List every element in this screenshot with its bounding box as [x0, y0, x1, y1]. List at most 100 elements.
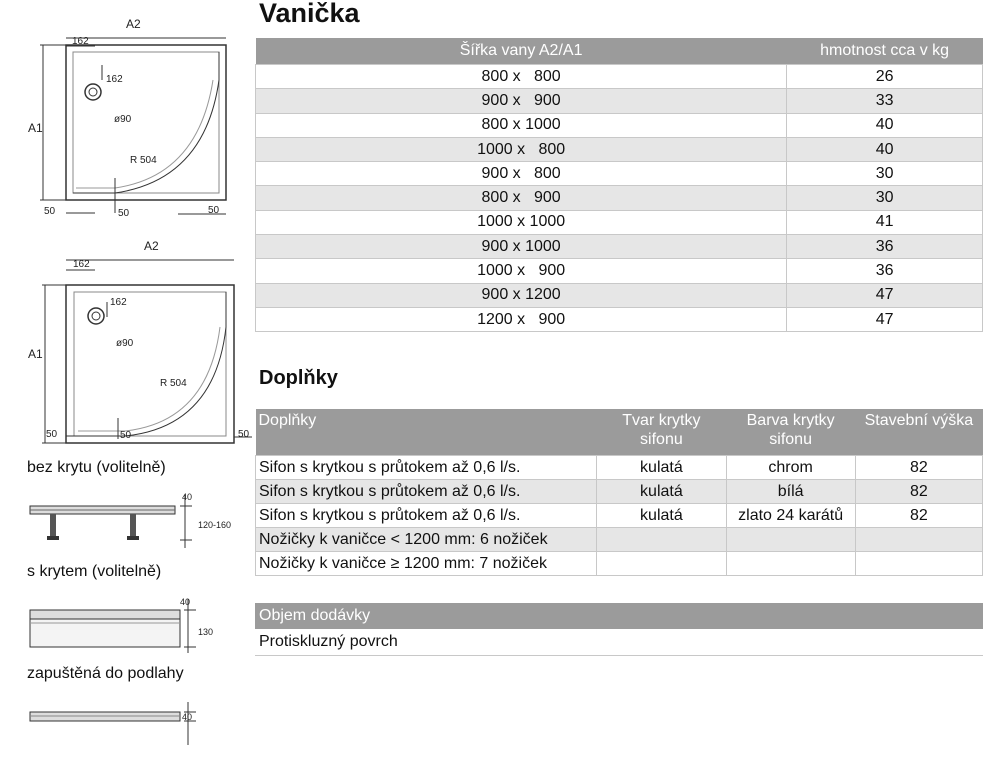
weight-cell: 47: [786, 282, 983, 308]
table-row: Sifon s krytkou s průtokem až 0,6 l/s.ku…: [254, 479, 983, 504]
build-height-cell: 82: [854, 479, 983, 504]
profile-drawing-bez-krytu: 40 120-160: [29, 492, 231, 548]
size-cell: 900 x 1000: [254, 234, 788, 260]
dim-a2: A2: [126, 17, 141, 31]
accessory-cell: Sifon s krytkou s průtokem až 0,6 l/s.: [254, 455, 598, 480]
cap-color-cell: [725, 527, 856, 552]
build-height-cell: 82: [854, 455, 983, 480]
weight-cell: 40: [786, 112, 983, 138]
cap-shape-cell: kulatá: [596, 503, 727, 528]
build-height-cell: [854, 551, 983, 576]
weight-cell: 30: [786, 161, 983, 187]
svg-text:40: 40: [180, 597, 190, 607]
weight-cell: 41: [786, 209, 983, 236]
column-header-weight: hmotnost cca v kg: [786, 38, 983, 65]
svg-text:162: 162: [106, 74, 123, 85]
build-height-cell: 82: [854, 503, 983, 528]
svg-text:ø90: ø90: [114, 114, 132, 125]
size-cell: 800 x 900: [254, 185, 788, 211]
accessories-table: Doplňky Tvar krytky sifonu Barva krytky …: [254, 409, 983, 576]
drain-icon: [87, 307, 105, 325]
column-header-cap-shape: Tvar krytky sifonu: [596, 409, 727, 456]
svg-text:50: 50: [118, 208, 130, 219]
size-cell: 800 x 800: [254, 63, 788, 90]
svg-text:ø90: ø90: [116, 338, 134, 349]
cap-shape-cell: [596, 551, 727, 576]
cap-color-cell: chrom: [725, 455, 856, 480]
size-cell: 1000 x 800: [254, 136, 788, 163]
svg-text:R 504: R 504: [160, 378, 187, 389]
size-cell: 1000 x 900: [254, 258, 788, 284]
profile-label-bez-krytu: bez krytu (volitelně): [27, 459, 166, 476]
delivery-header: Objem dodávky: [255, 603, 983, 629]
svg-text:50: 50: [208, 205, 220, 216]
svg-text:50: 50: [44, 206, 56, 217]
column-header-build-height: Stavební výška: [855, 409, 983, 456]
page-title: Vanička: [259, 0, 360, 28]
column-header-accessory: Doplňky: [255, 409, 597, 456]
svg-text:162: 162: [72, 36, 89, 47]
svg-text:50: 50: [238, 429, 250, 440]
weight-cell: 36: [786, 234, 983, 260]
weight-cell: 40: [786, 136, 983, 163]
svg-text:130: 130: [198, 627, 213, 637]
accessory-cell: Nožičky k vaničce ≥ 1200 mm: 7 nožiček: [254, 551, 598, 576]
size-cell: 900 x 900: [254, 88, 788, 114]
sizes-table: Šířka vany A2/A1 hmotnost cca v kg 800 x…: [254, 38, 983, 333]
svg-text:162: 162: [110, 297, 127, 308]
accessory-cell: Nožičky k vaničce < 1200 mm: 6 nožiček: [254, 527, 598, 552]
dim-a2: A2: [144, 239, 159, 253]
shower-tray-drawing-2: A2 162 162 ø90 R 504 A1 50 50 50: [28, 239, 252, 444]
profile-drawing-zapustena: 40: [29, 702, 196, 745]
svg-text:40: 40: [182, 712, 192, 722]
column-header-cap-color: Barva krytky sifonu: [726, 409, 856, 456]
build-height-cell: [854, 527, 983, 552]
svg-text:120-160: 120-160: [198, 520, 231, 530]
weight-cell: 30: [786, 185, 983, 211]
svg-text:162: 162: [73, 259, 90, 270]
svg-text:R 504: R 504: [130, 155, 157, 166]
size-cell: 1000 x 1000: [254, 209, 788, 236]
svg-text:50: 50: [120, 430, 132, 441]
size-cell: 900 x 1200: [254, 282, 788, 308]
profile-label-zapustena: zapuštěná do podlahy: [27, 665, 184, 682]
dim-a1: A1: [28, 121, 43, 135]
cap-shape-cell: [596, 527, 727, 552]
size-cell: 900 x 800: [254, 161, 788, 187]
column-header-size: Šířka vany A2/A1: [255, 38, 787, 65]
accessories-title: Doplňky: [259, 367, 338, 389]
cap-color-cell: [725, 551, 856, 576]
weight-cell: 33: [786, 88, 983, 114]
table-row: Sifon s krytkou s průtokem až 0,6 l/s.ku…: [254, 455, 983, 480]
cap-shape-cell: kulatá: [596, 479, 727, 504]
size-cell: 800 x 1000: [254, 112, 788, 138]
table-row: Sifon s krytkou s průtokem až 0,6 l/s.ku…: [254, 503, 983, 528]
weight-cell: 26: [786, 63, 983, 90]
svg-text:40: 40: [182, 492, 192, 502]
weight-cell: 47: [786, 306, 983, 333]
table-row: Nožičky k vaničce ≥ 1200 mm: 7 nožiček: [254, 551, 983, 576]
cap-shape-cell: kulatá: [596, 455, 727, 480]
accessory-cell: Sifon s krytkou s průtokem až 0,6 l/s.: [254, 479, 598, 504]
delivery-item: Protiskluzný povrch: [255, 629, 983, 656]
dim-a1: A1: [28, 347, 43, 361]
weight-cell: 36: [786, 258, 983, 284]
profile-label-s-krytem: s krytem (volitelně): [27, 563, 162, 580]
size-cell: 1200 x 900: [254, 306, 788, 333]
drain-icon: [84, 83, 102, 101]
delivery-section: Objem dodávky Protiskluzný povrch: [255, 603, 983, 656]
cap-color-cell: bílá: [725, 479, 856, 504]
shower-tray-drawing-1: A2 162 162 ø90 R 504 A1 50 50 50: [28, 17, 227, 219]
accessory-cell: Sifon s krytkou s průtokem až 0,6 l/s.: [254, 503, 598, 528]
